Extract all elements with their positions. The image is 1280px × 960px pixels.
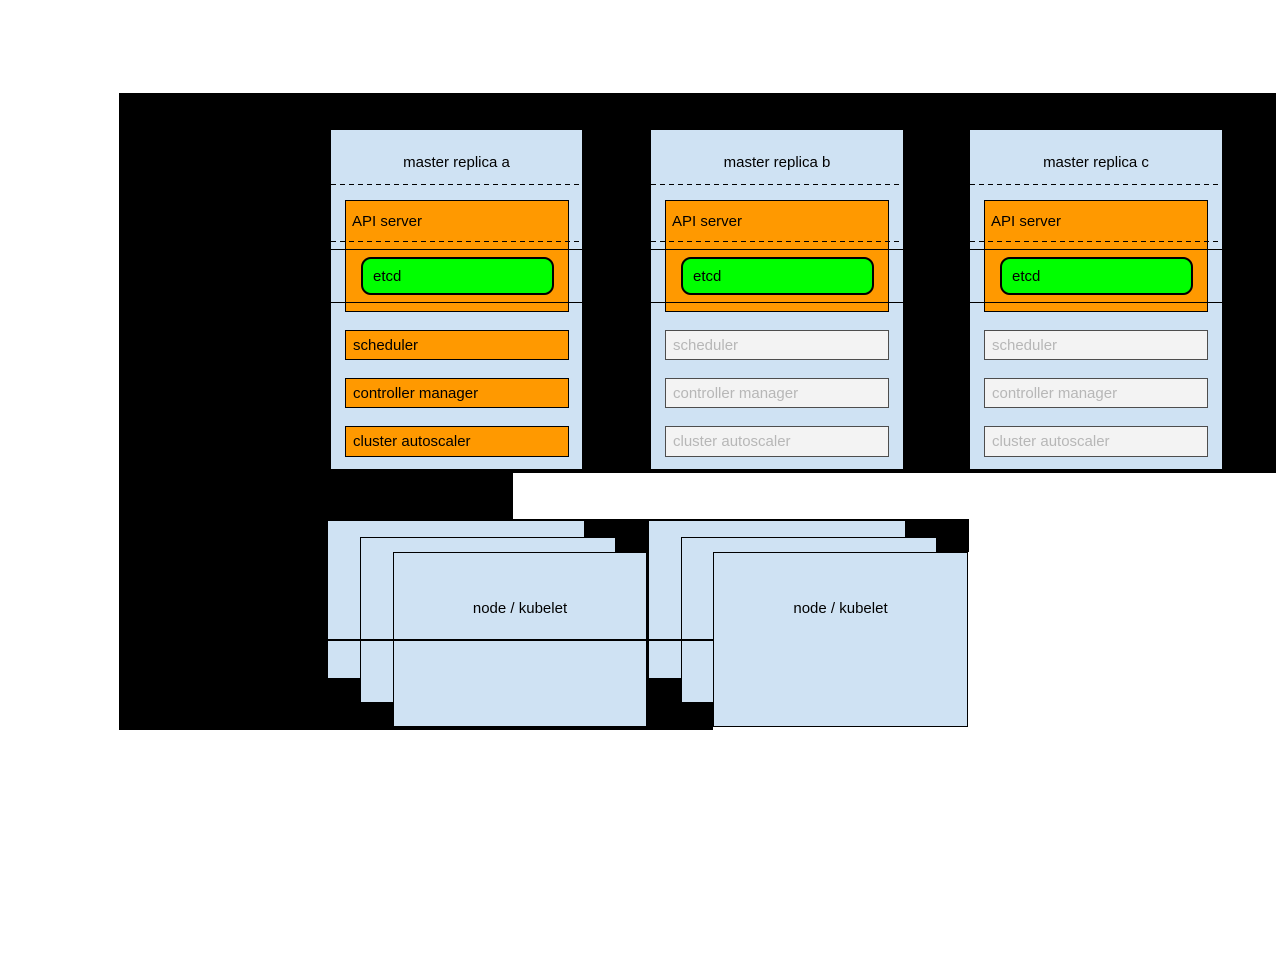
divider-dashed-mid (331, 241, 582, 242)
divider-solid-lower (651, 302, 903, 303)
master-replica-c-panel: master replica c API server etcd schedul… (969, 129, 1223, 470)
controller-manager-box: controller manager (665, 378, 889, 408)
scheduler-label: scheduler (673, 336, 739, 354)
controller-manager-label: controller manager (673, 384, 799, 402)
node-kubelet-label: node / kubelet (793, 600, 888, 617)
divider-dashed-mid (970, 241, 1222, 242)
divider-solid-upper (970, 249, 1222, 250)
etcd-box: etcd (681, 257, 874, 295)
master-replica-b-panel: master replica b API server etcd schedul… (650, 129, 904, 470)
panel-title: master replica b (723, 154, 831, 171)
controller-manager-label: controller manager (353, 384, 479, 402)
scheduler-box: scheduler (665, 330, 889, 360)
divider-solid-upper (331, 249, 582, 250)
api-server-label: API server (352, 213, 423, 230)
controller-manager-box: controller manager (984, 378, 1208, 408)
etcd-box: etcd (1000, 257, 1193, 295)
api-server-label: API server (991, 213, 1062, 230)
cluster-autoscaler-label: cluster autoscaler (673, 433, 791, 450)
connector-line (320, 639, 713, 641)
api-server-box: API server (345, 200, 569, 312)
scheduler-box: scheduler (984, 330, 1208, 360)
controller-manager-label: controller manager (992, 384, 1118, 402)
etcd-label: etcd (373, 267, 402, 285)
divider-dashed-top (970, 184, 1222, 185)
divider-dashed-mid (651, 241, 903, 242)
divider-solid-lower (970, 302, 1222, 303)
scheduler-box: scheduler (345, 330, 569, 360)
api-server-box: API server (984, 200, 1208, 312)
cluster-autoscaler-box: cluster autoscaler (984, 426, 1208, 457)
node-group-2-front-card: node / kubelet (713, 552, 968, 727)
background-black-left-band (119, 473, 513, 519)
controller-manager-box: controller manager (345, 378, 569, 408)
cluster-autoscaler-box: cluster autoscaler (665, 426, 889, 457)
scheduler-label: scheduler (353, 336, 419, 354)
etcd-box: etcd (361, 257, 554, 295)
cluster-autoscaler-label: cluster autoscaler (992, 433, 1110, 450)
master-replica-a-panel: master replica a API server etcd schedul… (330, 129, 583, 470)
node-kubelet-label: node / kubelet (472, 600, 568, 617)
panel-title: master replica a (403, 154, 510, 171)
etcd-label: etcd (693, 267, 722, 285)
panel-title: master replica c (1043, 154, 1149, 171)
divider-dashed-top (331, 184, 582, 185)
cluster-autoscaler-label: cluster autoscaler (353, 433, 471, 450)
divider-solid-lower (331, 302, 582, 303)
api-server-box: API server (665, 200, 889, 312)
cluster-autoscaler-box: cluster autoscaler (345, 426, 569, 457)
divider-dashed-top (651, 184, 903, 185)
divider-solid-upper (651, 249, 903, 250)
api-server-label: API server (672, 213, 743, 230)
scheduler-label: scheduler (992, 336, 1058, 354)
etcd-label: etcd (1012, 267, 1041, 285)
